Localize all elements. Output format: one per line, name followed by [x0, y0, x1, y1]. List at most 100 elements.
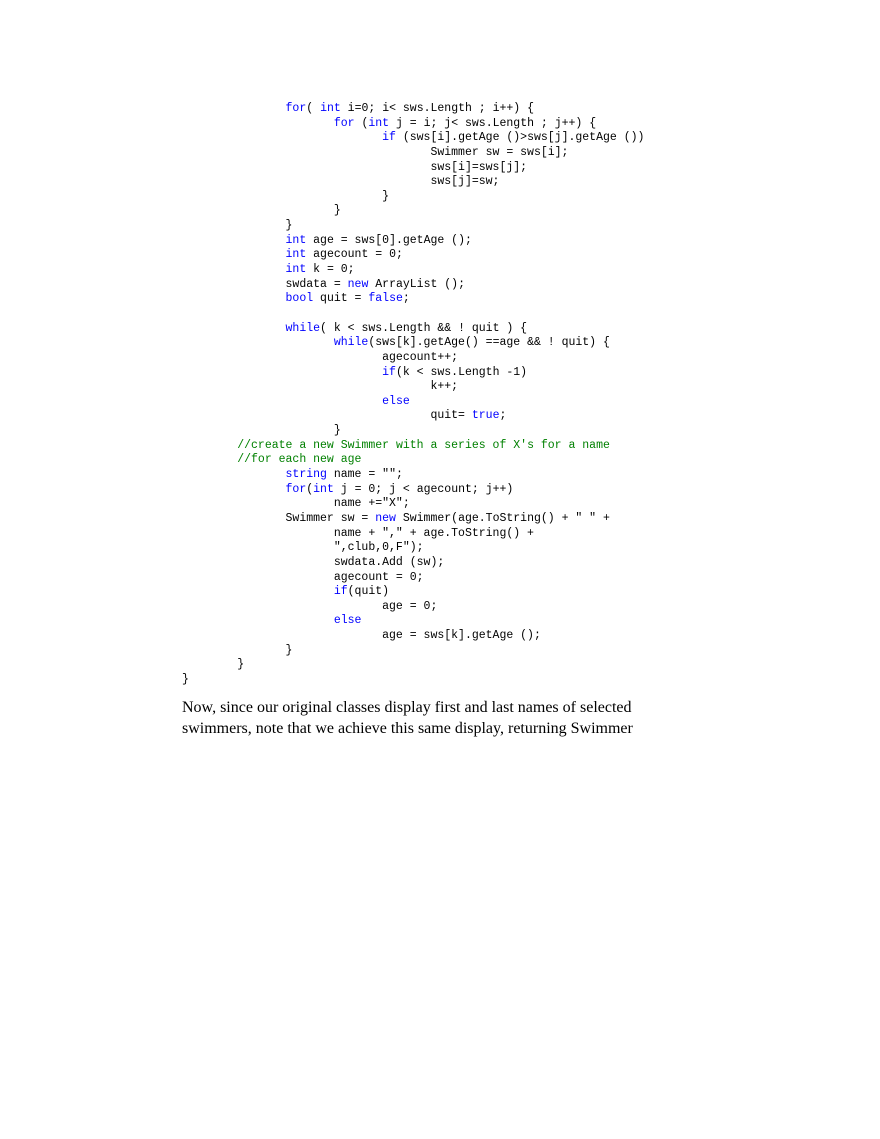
code-text: ;: [499, 409, 507, 423]
code-line: string name = "";: [182, 468, 644, 483]
code-keyword: int: [285, 233, 307, 247]
code-keyword: int: [320, 102, 341, 115]
code-line: Swimmer sw = new Swimmer(age.ToString() …: [182, 512, 644, 527]
code-comment: //create a new Swimmer with a series of …: [237, 438, 610, 452]
code-line: agecount++;: [182, 351, 644, 366]
code-text: }: [182, 219, 293, 233]
code-line: sws[j]=sw;: [182, 175, 644, 190]
code-line: age = 0;: [182, 600, 644, 615]
code-line: int k = 0;: [182, 263, 644, 278]
code-text: [182, 585, 334, 598]
code-line: for (int j = i; j< sws.Length ; j++) {: [182, 117, 644, 132]
code-text: ( k < sws.Length && ! quit ) {: [320, 321, 528, 335]
code-line: if(k < sws.Length -1): [182, 366, 644, 381]
code-text: agecount++;: [182, 350, 459, 364]
code-line: quit= true;: [182, 409, 644, 424]
code-line: while(sws[k].getAge() ==age && ! quit) {: [182, 336, 644, 351]
code-keyword: int: [285, 248, 307, 262]
code-text: [182, 483, 286, 496]
code-text: [182, 234, 286, 247]
code-text: (: [354, 116, 369, 130]
code-line: }: [182, 658, 644, 673]
code-keyword: for: [285, 482, 307, 496]
code-text: }: [182, 643, 293, 657]
code-line: }: [182, 190, 644, 205]
code-line: else: [182, 614, 644, 629]
code-keyword: while: [285, 321, 321, 335]
code-line: else: [182, 395, 644, 410]
paragraph-line: swimmers, note that we achieve this same…: [182, 720, 633, 737]
code-keyword: int: [313, 482, 334, 496]
code-text: [182, 248, 286, 261]
code-line: bool quit = false;: [182, 292, 644, 307]
code-line: swdata.Add (sw);: [182, 556, 644, 571]
code-text: (sws[i].getAge ()>sws[j].getAge ()): [395, 131, 645, 145]
code-line: age = sws[k].getAge ();: [182, 629, 644, 644]
code-text: }: [182, 204, 341, 218]
code-text: name + "," + age.ToString() +: [182, 526, 534, 540]
code-text: quit=: [182, 409, 472, 423]
code-text: }: [182, 424, 341, 438]
code-text: k = 0;: [306, 263, 355, 277]
code-text: j = i; j< sws.Length ; j++) {: [389, 116, 597, 130]
code-text: [182, 263, 286, 276]
code-keyword: if: [333, 585, 348, 599]
code-keyword: if: [382, 365, 396, 379]
code-text: (sws[k].getAge() ==age && ! quit) {: [368, 336, 610, 350]
code-line: //create a new Swimmer with a series of …: [182, 439, 644, 454]
body-paragraph: Now, since our original classes display …: [182, 697, 682, 739]
code-text: i=0; i< sws.Length ; i++) {: [340, 102, 535, 115]
code-text: sws[j]=sw;: [182, 175, 500, 189]
code-line: ",club,0,F");: [182, 541, 644, 556]
code-keyword: else: [382, 394, 410, 408]
code-text: ArrayList ();: [368, 277, 465, 291]
code-keyword: for: [285, 102, 307, 115]
code-text: [182, 102, 286, 115]
code-text: [182, 322, 286, 335]
code-line: }: [182, 204, 644, 219]
code-text: [182, 439, 237, 452]
code-text: k++;: [182, 380, 459, 394]
code-text: j = 0; j < agecount; j++): [333, 482, 514, 496]
code-text: (quit): [347, 585, 390, 599]
code-keyword: new: [375, 511, 396, 525]
code-text: sws[i]=sws[j];: [182, 160, 528, 174]
code-line: while( k < sws.Length && ! quit ) {: [182, 322, 644, 337]
code-keyword: int: [285, 263, 307, 277]
code-text: age = sws[k].getAge ();: [182, 629, 541, 643]
code-text: [182, 117, 334, 130]
code-keyword: false: [368, 292, 403, 306]
code-text: name +="X";: [182, 497, 410, 511]
code-text: }: [182, 672, 189, 686]
code-line: name + "," + age.ToString() +: [182, 527, 644, 542]
code-text: [182, 292, 286, 305]
code-text: }: [182, 189, 390, 203]
code-line: Swimmer sw = sws[i];: [182, 146, 644, 161]
code-line: }: [182, 644, 644, 659]
code-line: sws[i]=sws[j];: [182, 161, 644, 176]
code-keyword: else: [333, 614, 362, 628]
code-line: if(quit): [182, 585, 644, 600]
code-comment: //for each new age: [237, 453, 362, 467]
code-text: [182, 468, 286, 481]
code-line: int age = sws[0].getAge ();: [182, 234, 644, 249]
code-line: }: [182, 219, 644, 234]
code-line: for(int j = 0; j < agecount; j++): [182, 483, 644, 498]
code-keyword: string: [285, 468, 327, 482]
code-line: if (sws[i].getAge ()>sws[j].getAge ()): [182, 131, 644, 146]
code-keyword: int: [368, 116, 390, 130]
code-keyword: for: [333, 116, 355, 130]
code-line: //for each new age: [182, 453, 644, 468]
code-line: }: [182, 673, 644, 688]
code-line: }: [182, 424, 644, 439]
code-text: [182, 453, 237, 466]
code-line: swdata = new ArrayList ();: [182, 278, 644, 293]
code-line: for( int i=0; i< sws.Length ; i++) {: [182, 102, 644, 117]
code-text: (: [306, 102, 321, 115]
code-keyword: new: [347, 277, 369, 291]
code-text: [182, 395, 382, 408]
code-text: name = "";: [326, 468, 403, 482]
code-keyword: if: [382, 131, 396, 145]
code-text: (k < sws.Length -1): [395, 365, 528, 379]
